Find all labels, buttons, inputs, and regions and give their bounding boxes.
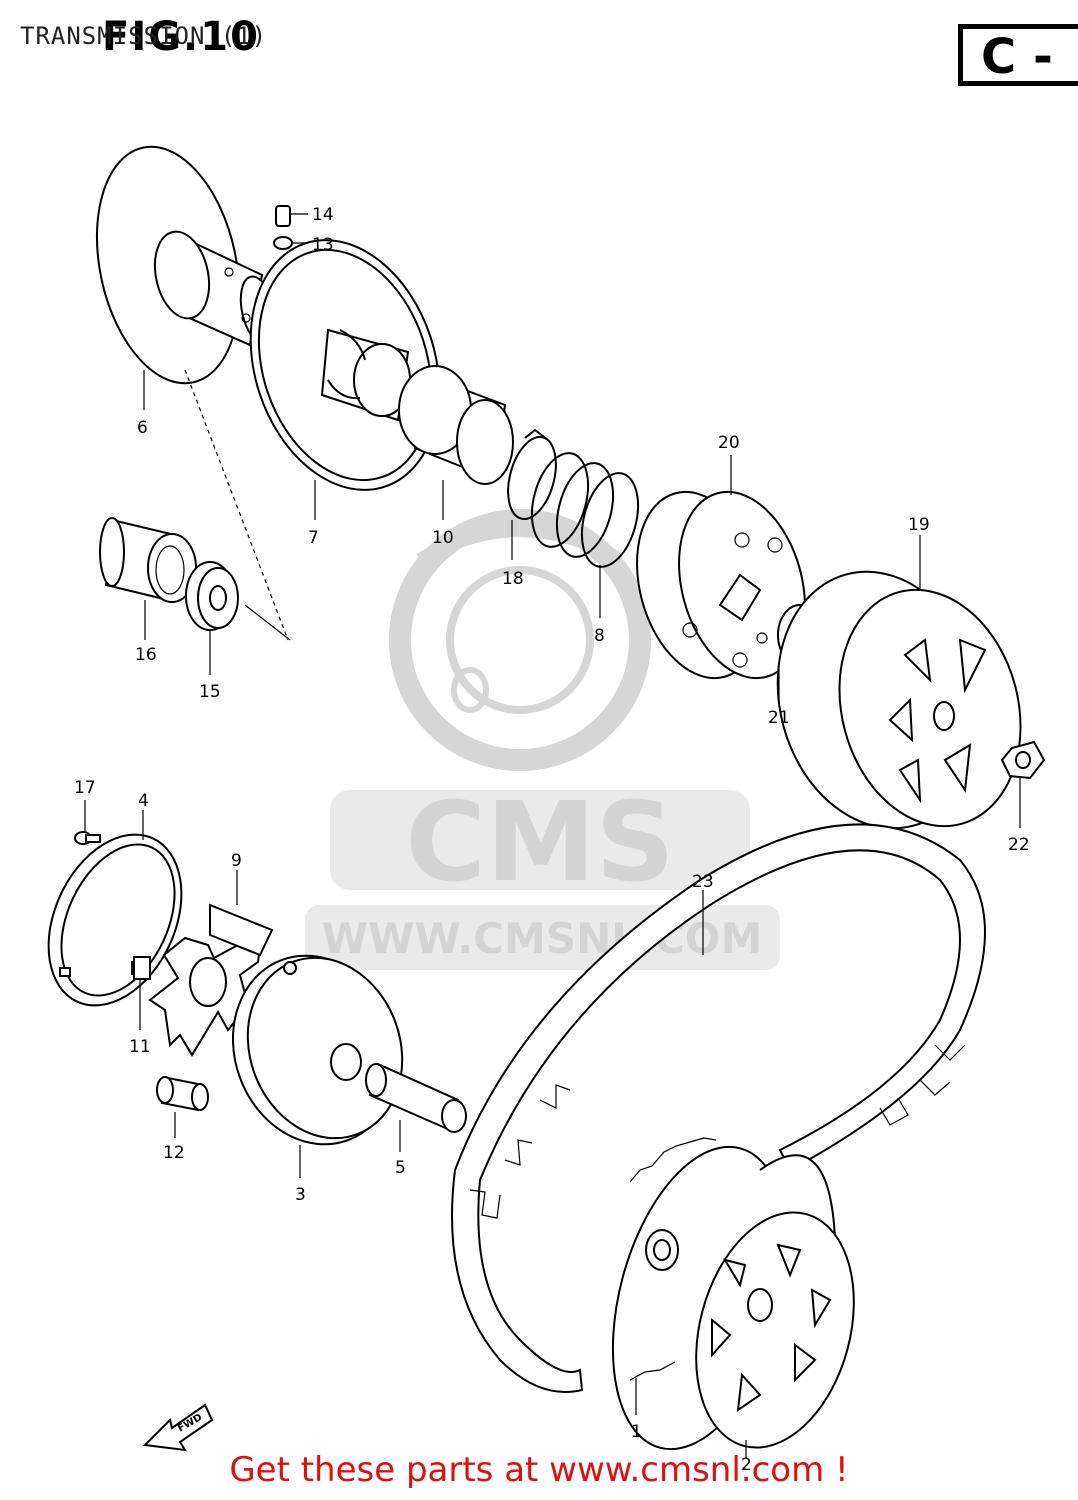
part-9-slide-piece-plate	[148, 903, 274, 1057]
label-part-18: 18	[502, 569, 524, 589]
label-part-12: 12	[163, 1143, 185, 1163]
label-part-3: 3	[295, 1185, 306, 1205]
part-number-labels: 14 13 6 7 10 18 8 20 21 19 22 16 15 17 4…	[74, 205, 1030, 1475]
part-23-v-belt	[451, 823, 986, 1393]
label-part-22: 22	[1008, 835, 1030, 855]
part-7-driven-face	[249, 239, 441, 491]
label-part-9: 9	[231, 851, 242, 871]
label-part-4: 4	[138, 791, 149, 811]
part-18-circlip	[507, 428, 557, 520]
part-16-needle-bearing	[99, 517, 197, 603]
label-part-15: 15	[199, 682, 221, 702]
part-14-pin	[275, 205, 291, 227]
part-5-sleeve	[365, 1062, 467, 1133]
section-code: C -	[981, 29, 1053, 85]
part-22-nut	[1000, 740, 1046, 780]
label-part-8: 8	[594, 626, 605, 646]
part-11-guide	[133, 956, 151, 980]
part-3-fixed-drive-face	[231, 954, 404, 1146]
part-19-clutch-housing	[776, 570, 1022, 830]
footer-link-text[interactable]: Get these parts at www.cmsnl.com !	[229, 1450, 849, 1490]
part-15-ball-bearing	[185, 561, 239, 631]
watermark-brand: CMS	[405, 778, 674, 906]
part-2-fan-face	[695, 1211, 855, 1449]
label-part-6: 6	[137, 418, 148, 438]
part-17-screw	[74, 831, 101, 845]
label-part-19: 19	[908, 515, 930, 535]
label-part-14: 14	[312, 205, 334, 225]
label-part-16: 16	[135, 645, 157, 665]
label-part-21: 21	[768, 708, 790, 728]
part-13-washer	[273, 236, 293, 250]
leader-lines	[84, 213, 1021, 1458]
label-part-23: 23	[692, 872, 714, 892]
part-6-movable-drive-face	[95, 145, 277, 385]
label-part-13: 13	[312, 235, 334, 255]
label-part-7: 7	[308, 528, 319, 548]
forward-direction-arrow: FWD	[142, 1403, 214, 1452]
part-20-clutch-carrier	[636, 490, 806, 680]
watermark-url: WWW.CMSNL.COM	[322, 914, 763, 963]
figure-number: FIG.10	[102, 14, 260, 60]
label-part-1: 1	[631, 1422, 642, 1442]
label-part-11: 11	[129, 1037, 151, 1057]
part-8-spring	[530, 452, 640, 568]
part-10-sleeve	[398, 365, 514, 485]
section-code-box: C -	[958, 24, 1078, 86]
label-part-5: 5	[395, 1158, 406, 1178]
label-part-20: 20	[718, 433, 740, 453]
page-title: TRANSMISSION (1)	[20, 22, 268, 50]
part-12-weight-roller	[156, 1076, 209, 1112]
label-part-2: 2	[741, 1455, 752, 1475]
label-part-10: 10	[432, 528, 454, 548]
watermark-logo: CMS WWW.CMSNL.COM	[305, 509, 780, 970]
label-part-17: 17	[74, 778, 96, 798]
